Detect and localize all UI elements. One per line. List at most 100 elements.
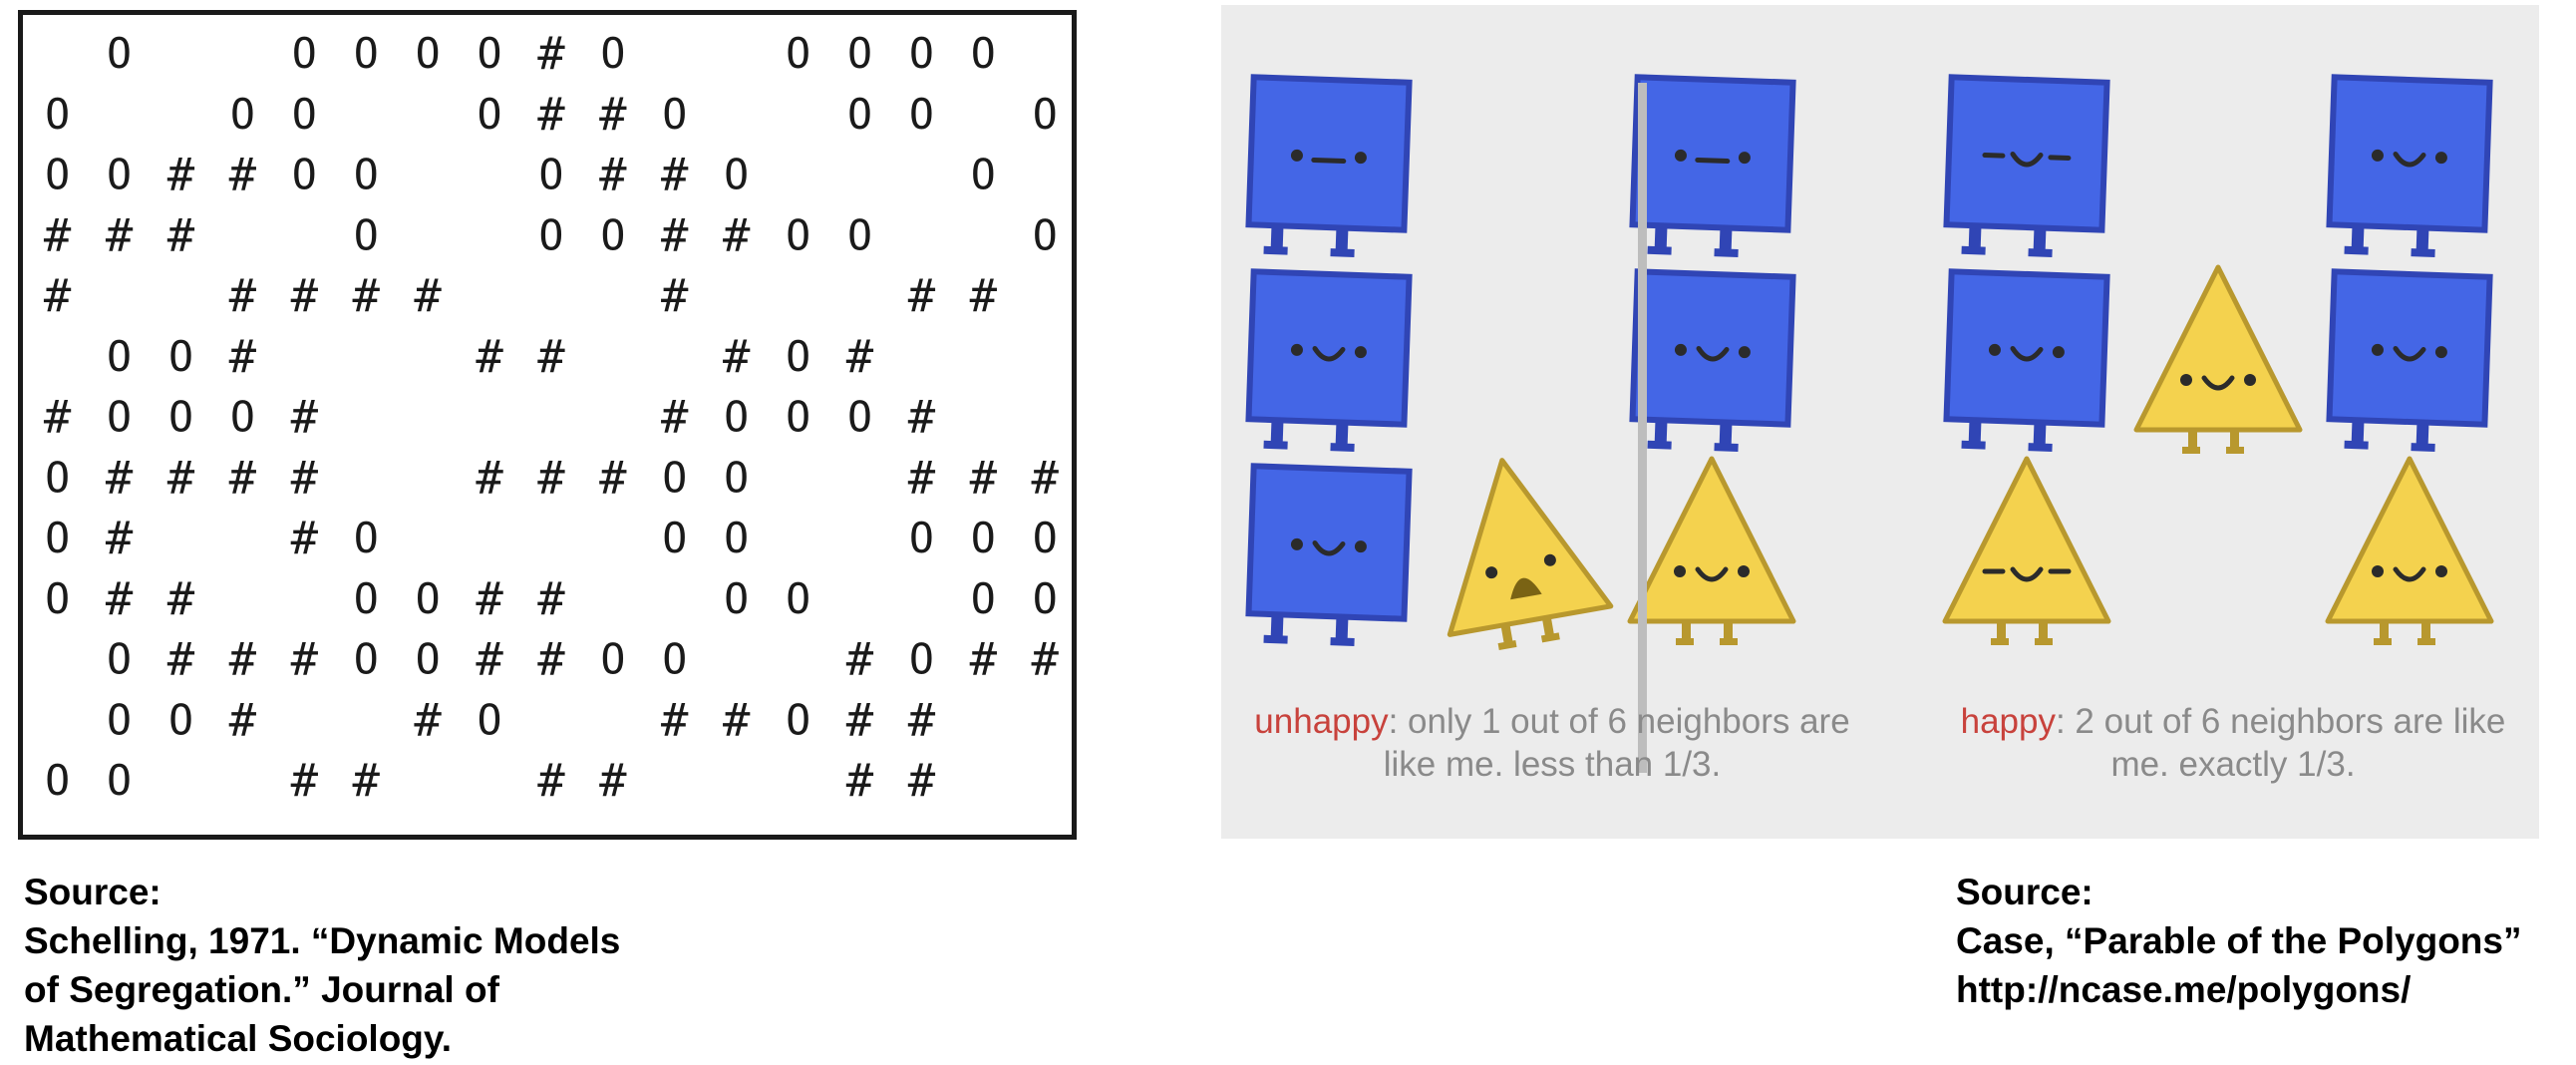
grid-cell-o: O (107, 151, 132, 199)
blue-square-happy (1245, 268, 1413, 452)
schelling-grid: OOOOO#OOOOOOOOOO##OOOOOOO##OOO##OOO###OO… (44, 27, 1060, 807)
grid-cell-hash: # (723, 693, 751, 746)
grid-cell-o: O (107, 695, 132, 744)
grid-cell-hash: # (476, 330, 503, 383)
grid-cell-o: O (600, 210, 625, 259)
grid-cell-o: O (971, 514, 996, 562)
grid-cell-hash: # (908, 269, 936, 322)
grid-cell-hash: # (661, 693, 689, 746)
grid-cell-o: O (662, 514, 687, 562)
grid-cell-o: O (1033, 514, 1058, 562)
grid-cell-hash: # (291, 269, 319, 322)
grid-cell-o: O (45, 453, 70, 502)
grid-cell-hash: # (846, 693, 874, 746)
grid-cell-o: O (724, 514, 749, 562)
grid-cell-hash: # (291, 451, 319, 504)
grid-cell-o: O (1033, 574, 1058, 623)
grid-cell-hash: # (167, 208, 195, 261)
happy-label: happy (1960, 702, 2056, 741)
source-citation-schelling: Source: Schelling, 1971. “Dynamic Models… (24, 868, 620, 1063)
grid-cell-o: O (971, 151, 996, 199)
unhappy-caption-text: : only 1 out of 6 neighbors are like me.… (1383, 702, 1850, 784)
source-line: Mathematical Sociology. (24, 1018, 453, 1059)
grid-cell-o: O (971, 574, 996, 623)
grid-cell-hash: # (661, 269, 689, 322)
grid-cell-hash: # (537, 754, 565, 807)
grid-cell-hash: # (167, 451, 195, 504)
grid-cell-o: O (354, 635, 379, 684)
grid-cell-hash: # (414, 269, 442, 322)
grid-cell-o: O (107, 635, 132, 684)
grid-cell-o: O (292, 151, 317, 199)
grid-cell-hash: # (908, 451, 936, 504)
grid-cell-hash: # (537, 633, 565, 686)
source-citation-case: Source: Case, “Parable of the Polygons” … (1956, 868, 2521, 1014)
grid-cell-o: O (786, 29, 810, 78)
source-line: Case, “Parable of the Polygons” (1956, 920, 2522, 961)
grid-cell-hash: # (229, 693, 257, 746)
grid-cell-hash: # (970, 269, 998, 322)
grid-cell-o: O (847, 29, 872, 78)
grid-cell-o: O (45, 514, 70, 562)
grid-cell-hash: # (661, 149, 689, 201)
yellow-triangle-happy (2133, 264, 2303, 454)
grid-cell-o: O (168, 695, 193, 744)
grid-cell-hash: # (291, 633, 319, 686)
grid-cell-o: O (45, 756, 70, 805)
grid-cell-hash: # (229, 269, 257, 322)
grid-cell-hash: # (970, 633, 998, 686)
grid-cell-o: O (786, 332, 810, 381)
grid-cell-o: O (107, 393, 132, 442)
grid-cell-hash: # (537, 451, 565, 504)
grid-cell-hash: # (44, 208, 72, 261)
grid-cell-o: O (292, 29, 317, 78)
grid-cell-o: O (786, 210, 810, 259)
yellow-triangle-happy (1627, 456, 1796, 645)
blue-square-neutral (1629, 74, 1796, 257)
grid-cell-hash: # (908, 693, 936, 746)
grid-cell-hash: # (723, 208, 751, 261)
grid-cell-hash: # (970, 451, 998, 504)
grid-cell-o: O (45, 574, 70, 623)
grid-cell-hash: # (353, 269, 381, 322)
scene-divider (1638, 83, 1647, 773)
unhappy-caption: unhappy: only 1 out of 6 neighbors are l… (1253, 700, 1851, 786)
grid-cell-hash: # (908, 754, 936, 807)
grid-cell-o: O (909, 635, 934, 684)
grid-cell-o: O (786, 695, 810, 744)
grid-cell-hash: # (44, 269, 72, 322)
grid-cell-o: O (416, 635, 441, 684)
grid-cell-o: O (107, 756, 132, 805)
grid-cell-o: O (478, 695, 502, 744)
grid-cell-hash: # (599, 88, 627, 141)
grid-cell-o: O (786, 574, 810, 623)
grid-cell-hash: # (229, 451, 257, 504)
grid-cell-o: O (662, 453, 687, 502)
blue-square-happy (2326, 268, 2493, 452)
grid-cell-hash: # (229, 330, 257, 383)
grid-cell-hash: # (599, 451, 627, 504)
grid-cell-hash: # (229, 149, 257, 201)
grid-cell-hash: # (106, 512, 134, 564)
grid-cell-o: O (724, 151, 749, 199)
grid-cell-hash: # (537, 330, 565, 383)
source-line: of Segregation.” Journal of (24, 969, 499, 1010)
grid-cell-hash: # (846, 330, 874, 383)
grid-cell-hash: # (661, 391, 689, 444)
blue-square-content (1943, 74, 2110, 257)
grid-cell-o: O (168, 332, 193, 381)
grid-cell-o: O (538, 151, 563, 199)
grid-cell-o: O (230, 90, 255, 139)
grid-cell-o: O (292, 90, 317, 139)
grid-cell-o: O (168, 393, 193, 442)
grid-cell-o: O (847, 393, 872, 442)
grid-cell-o: O (354, 29, 379, 78)
parable-of-polygons-figure: unhappy: only 1 out of 6 neighbors are l… (1221, 5, 2539, 839)
grid-cell-hash: # (846, 754, 874, 807)
grid-cell-o: O (786, 393, 810, 442)
grid-cell-hash: # (291, 391, 319, 444)
grid-cell-hash: # (1032, 633, 1060, 686)
grid-cell-o: O (45, 151, 70, 199)
grid-cell-o: O (662, 635, 687, 684)
grid-cell-o: O (478, 90, 502, 139)
